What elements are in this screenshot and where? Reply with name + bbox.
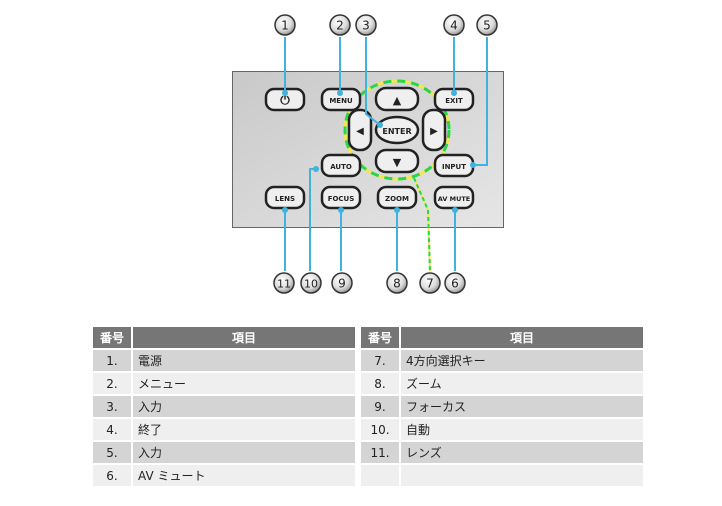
callout-label: 5 [483, 19, 491, 33]
callout-10: 10 [300, 272, 322, 294]
row-item: 入力 [133, 396, 355, 419]
svg-text:FOCUS: FOCUS [328, 195, 355, 203]
table-row: 7.4方向選択キー [361, 350, 643, 373]
header-item: 項目 [133, 327, 355, 350]
row-item [401, 465, 643, 488]
row-item: ズーム [401, 373, 643, 396]
callout-label: 7 [426, 277, 434, 291]
row-item: 4方向選択キー [401, 350, 643, 373]
four-way-key-ring [343, 79, 451, 181]
power-icon: ⏻ [280, 93, 290, 107]
legend-table-left: 番号 項目 1.電源 2.メニュー 3.入力 4.終了 5.入力 6.AV ミュ… [93, 327, 355, 488]
svg-text:MENU: MENU [329, 97, 353, 105]
callout-label: 8 [393, 277, 401, 291]
table-row: 8.ズーム [361, 373, 643, 396]
row-number: 3. [93, 396, 133, 419]
row-number [361, 465, 401, 488]
left-arrow-icon: ◀ [356, 126, 364, 137]
lens-button[interactable]: LENS [264, 185, 306, 210]
row-number: 8. [361, 373, 401, 396]
callout-label: 2 [336, 19, 344, 33]
table-row: 10.自動 [361, 419, 643, 442]
row-item: フォーカス [401, 396, 643, 419]
table-row: 6.AV ミュート [93, 465, 355, 488]
svg-text:ENTER: ENTER [382, 127, 411, 136]
auto-button[interactable]: AUTO [320, 153, 362, 178]
row-item: 電源 [133, 350, 355, 373]
table-row: 4.終了 [93, 419, 355, 442]
row-item: 入力 [133, 442, 355, 465]
row-number: 2. [93, 373, 133, 396]
callout-label: 9 [338, 277, 346, 291]
down-arrow-icon: ▼ [393, 156, 402, 169]
row-number: 7. [361, 350, 401, 373]
callout-8: 8 [386, 272, 408, 294]
up-arrow-icon: ▲ [393, 94, 402, 107]
callout-11: 11 [273, 272, 295, 294]
row-item: メニュー [133, 373, 355, 396]
row-item: AV ミュート [133, 465, 355, 488]
table-row: 11.レンズ [361, 442, 643, 465]
callout-label: 10 [304, 278, 318, 291]
row-number: 10. [361, 419, 401, 442]
callout-label: 1 [281, 19, 289, 33]
svg-text:AUTO: AUTO [330, 163, 352, 171]
up-button[interactable]: ▲ [374, 86, 420, 112]
callout-2: 2 [329, 14, 351, 36]
callout-7: 7 [419, 272, 441, 294]
table-row: 5.入力 [93, 442, 355, 465]
header-number: 番号 [361, 327, 401, 350]
callout-label: 4 [450, 19, 458, 33]
callout-5: 5 [476, 14, 498, 36]
table-row: 1.電源 [93, 350, 355, 373]
left-button[interactable]: ◀ [347, 108, 373, 152]
callout-markers: 1 2 3 4 5 6 7 8 9 10 11 [273, 14, 498, 294]
right-arrow-icon: ▶ [430, 126, 438, 137]
focus-button[interactable]: FOCUS [320, 185, 362, 210]
row-item: 自動 [401, 419, 643, 442]
row-item: レンズ [401, 442, 643, 465]
input-button[interactable]: INPUT [433, 153, 475, 178]
table-row: 2.メニュー [93, 373, 355, 396]
remote-keypad-diagram: ⏻ MENU EXIT ▲ ▼ ◀ ▶ ENTER AUTO INPUT LEN… [232, 14, 504, 294]
callout-label: 3 [362, 19, 370, 33]
callout-6: 6 [444, 272, 466, 294]
zoom-button[interactable]: ZOOM [376, 185, 418, 210]
row-number: 1. [93, 350, 133, 373]
row-number: 6. [93, 465, 133, 488]
svg-text:INPUT: INPUT [442, 163, 466, 171]
header-number: 番号 [93, 327, 133, 350]
row-number: 9. [361, 396, 401, 419]
leader-dots [282, 90, 476, 213]
header-item: 項目 [401, 327, 643, 350]
svg-text:EXIT: EXIT [445, 97, 463, 105]
svg-text:LENS: LENS [275, 195, 295, 203]
callout-label: 11 [277, 278, 291, 291]
down-button[interactable]: ▼ [374, 148, 420, 174]
right-button[interactable]: ▶ [421, 108, 447, 152]
callout-3: 3 [355, 14, 377, 36]
row-number: 5. [93, 442, 133, 465]
enter-button[interactable]: ENTER [374, 115, 420, 145]
row-number: 4. [93, 419, 133, 442]
callout-9: 9 [331, 272, 353, 294]
svg-text:AV MUTE: AV MUTE [438, 195, 471, 203]
row-item: 終了 [133, 419, 355, 442]
leader-line-4way [413, 177, 431, 272]
table-row: 3.入力 [93, 396, 355, 419]
table-row [361, 465, 643, 488]
legend-table-right: 番号 項目 7.4方向選択キー 8.ズーム 9.フォーカス 10.自動 11.レ… [361, 327, 643, 488]
av-mute-button[interactable]: AV MUTE [433, 185, 475, 210]
row-number: 11. [361, 442, 401, 465]
callout-4: 4 [443, 14, 465, 36]
callout-label: 6 [451, 277, 459, 291]
callout-1: 1 [274, 14, 296, 36]
table-row: 9.フォーカス [361, 396, 643, 419]
svg-text:ZOOM: ZOOM [385, 195, 409, 203]
